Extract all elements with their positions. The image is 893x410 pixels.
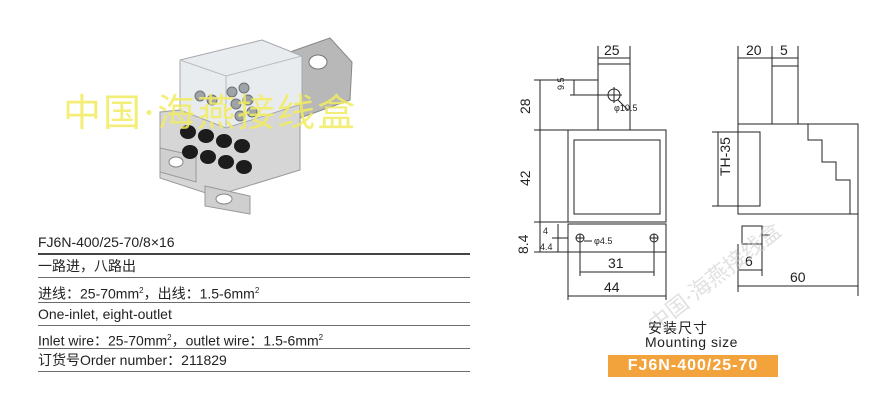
spec-model: FJ6N-400/25-70/8×16 (38, 234, 470, 251)
dim-hole-span: 31 (608, 255, 624, 271)
caption-title-cn: 安装尺寸 (648, 320, 708, 336)
caption-title-en: Mounting size (645, 334, 738, 350)
sup: 2 (318, 333, 324, 342)
dim-side-a: 20 (746, 42, 762, 58)
spec-divider (38, 302, 470, 303)
side-view (712, 46, 859, 296)
mounting-bracket (289, 37, 353, 119)
dim-top-width: 25 (604, 42, 620, 58)
model-name: FJ6N-400/25-70/8×16 (38, 234, 175, 250)
dim-side-b: 5 (780, 42, 788, 58)
dim-foot-hole: φ4.5 (594, 236, 612, 246)
model-badge: FJ6N-400/25-70 (608, 355, 778, 377)
dim-base-width: 44 (604, 279, 620, 295)
outlet-cn: ，出线：1.5-6mm (143, 285, 255, 302)
watermark-text: 中国·海燕接线盒 (63, 91, 358, 135)
dimension-labels: 25 9.5 φ10.5 28 42 8.4 4 4.4 φ4.5 31 44 … (515, 42, 806, 295)
order-number: 211829 (181, 352, 227, 368)
dim-side-foot: 6 (745, 253, 753, 269)
terminal-housing (159, 39, 303, 215)
inlet-en: Inlet wire：25-70mm (38, 332, 168, 349)
sup: 2 (139, 286, 144, 295)
outlet-en: ，outlet wire：1.5-6mm (171, 332, 319, 349)
inlet-cn: 进线：25-70mm (38, 285, 140, 302)
spec-line-en-2: Inlet wire：25-70mm2，outlet wire：1.5-6mm2 (38, 329, 470, 350)
spec-divider (38, 253, 470, 255)
dim-foot-outer: 8.4 (515, 234, 531, 254)
spec-divider (38, 371, 470, 372)
spec-line-cn-1: 一路进，八路出 (38, 258, 136, 274)
dim-foot-inner-b: 4.4 (540, 242, 553, 252)
order-label: 订货号Order number： (38, 352, 182, 368)
dim-rail: TH-35 (717, 137, 733, 176)
product-photo (159, 37, 353, 215)
dim-top-height: 28 (517, 98, 533, 114)
front-view (534, 46, 667, 300)
dim-foot-inner-a: 4 (543, 226, 548, 236)
sup: 2 (167, 333, 172, 342)
dim-body-height: 42 (517, 170, 533, 186)
spec-line-cn-2: 进线：25-70mm2，出线：1.5-6mm2 (38, 282, 470, 303)
spec-divider (38, 277, 470, 278)
spec-divider (38, 325, 470, 326)
dim-hole-dia: φ10.5 (614, 103, 637, 113)
sup: 2 (254, 286, 260, 295)
spec-order: 订货号Order number：211829 (38, 352, 470, 369)
dim-hole-offset: 9.5 (556, 77, 566, 90)
dim-side-depth: 60 (790, 269, 806, 285)
spec-line-en-1: One-inlet, eight-outlet (38, 306, 172, 322)
spec-divider (38, 348, 470, 349)
